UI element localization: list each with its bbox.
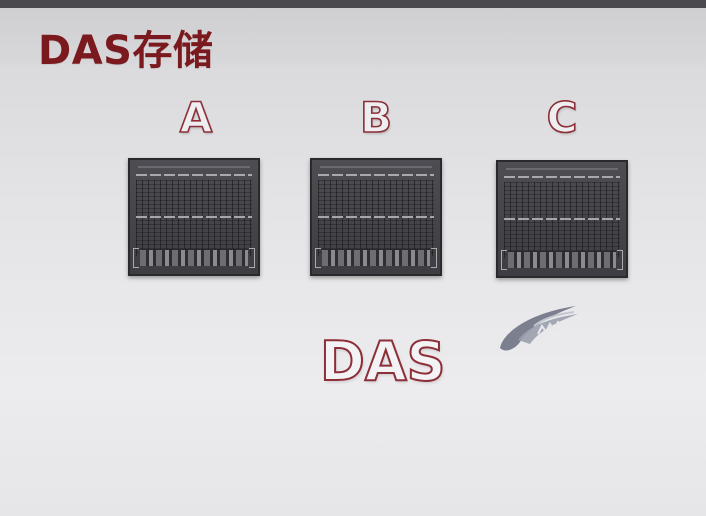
server-label-b: B xyxy=(359,92,393,143)
top-bar xyxy=(0,0,706,8)
title-band: DAS存储 xyxy=(0,8,706,74)
server-label-c: C xyxy=(546,92,578,143)
server-b xyxy=(310,158,442,276)
cmi-logo-icon xyxy=(500,306,578,351)
server-c xyxy=(496,160,628,278)
page-title: DAS存储 xyxy=(38,28,214,74)
server-a xyxy=(128,158,260,276)
das-label: DAS xyxy=(319,329,447,394)
server-label-a: A xyxy=(179,92,213,143)
